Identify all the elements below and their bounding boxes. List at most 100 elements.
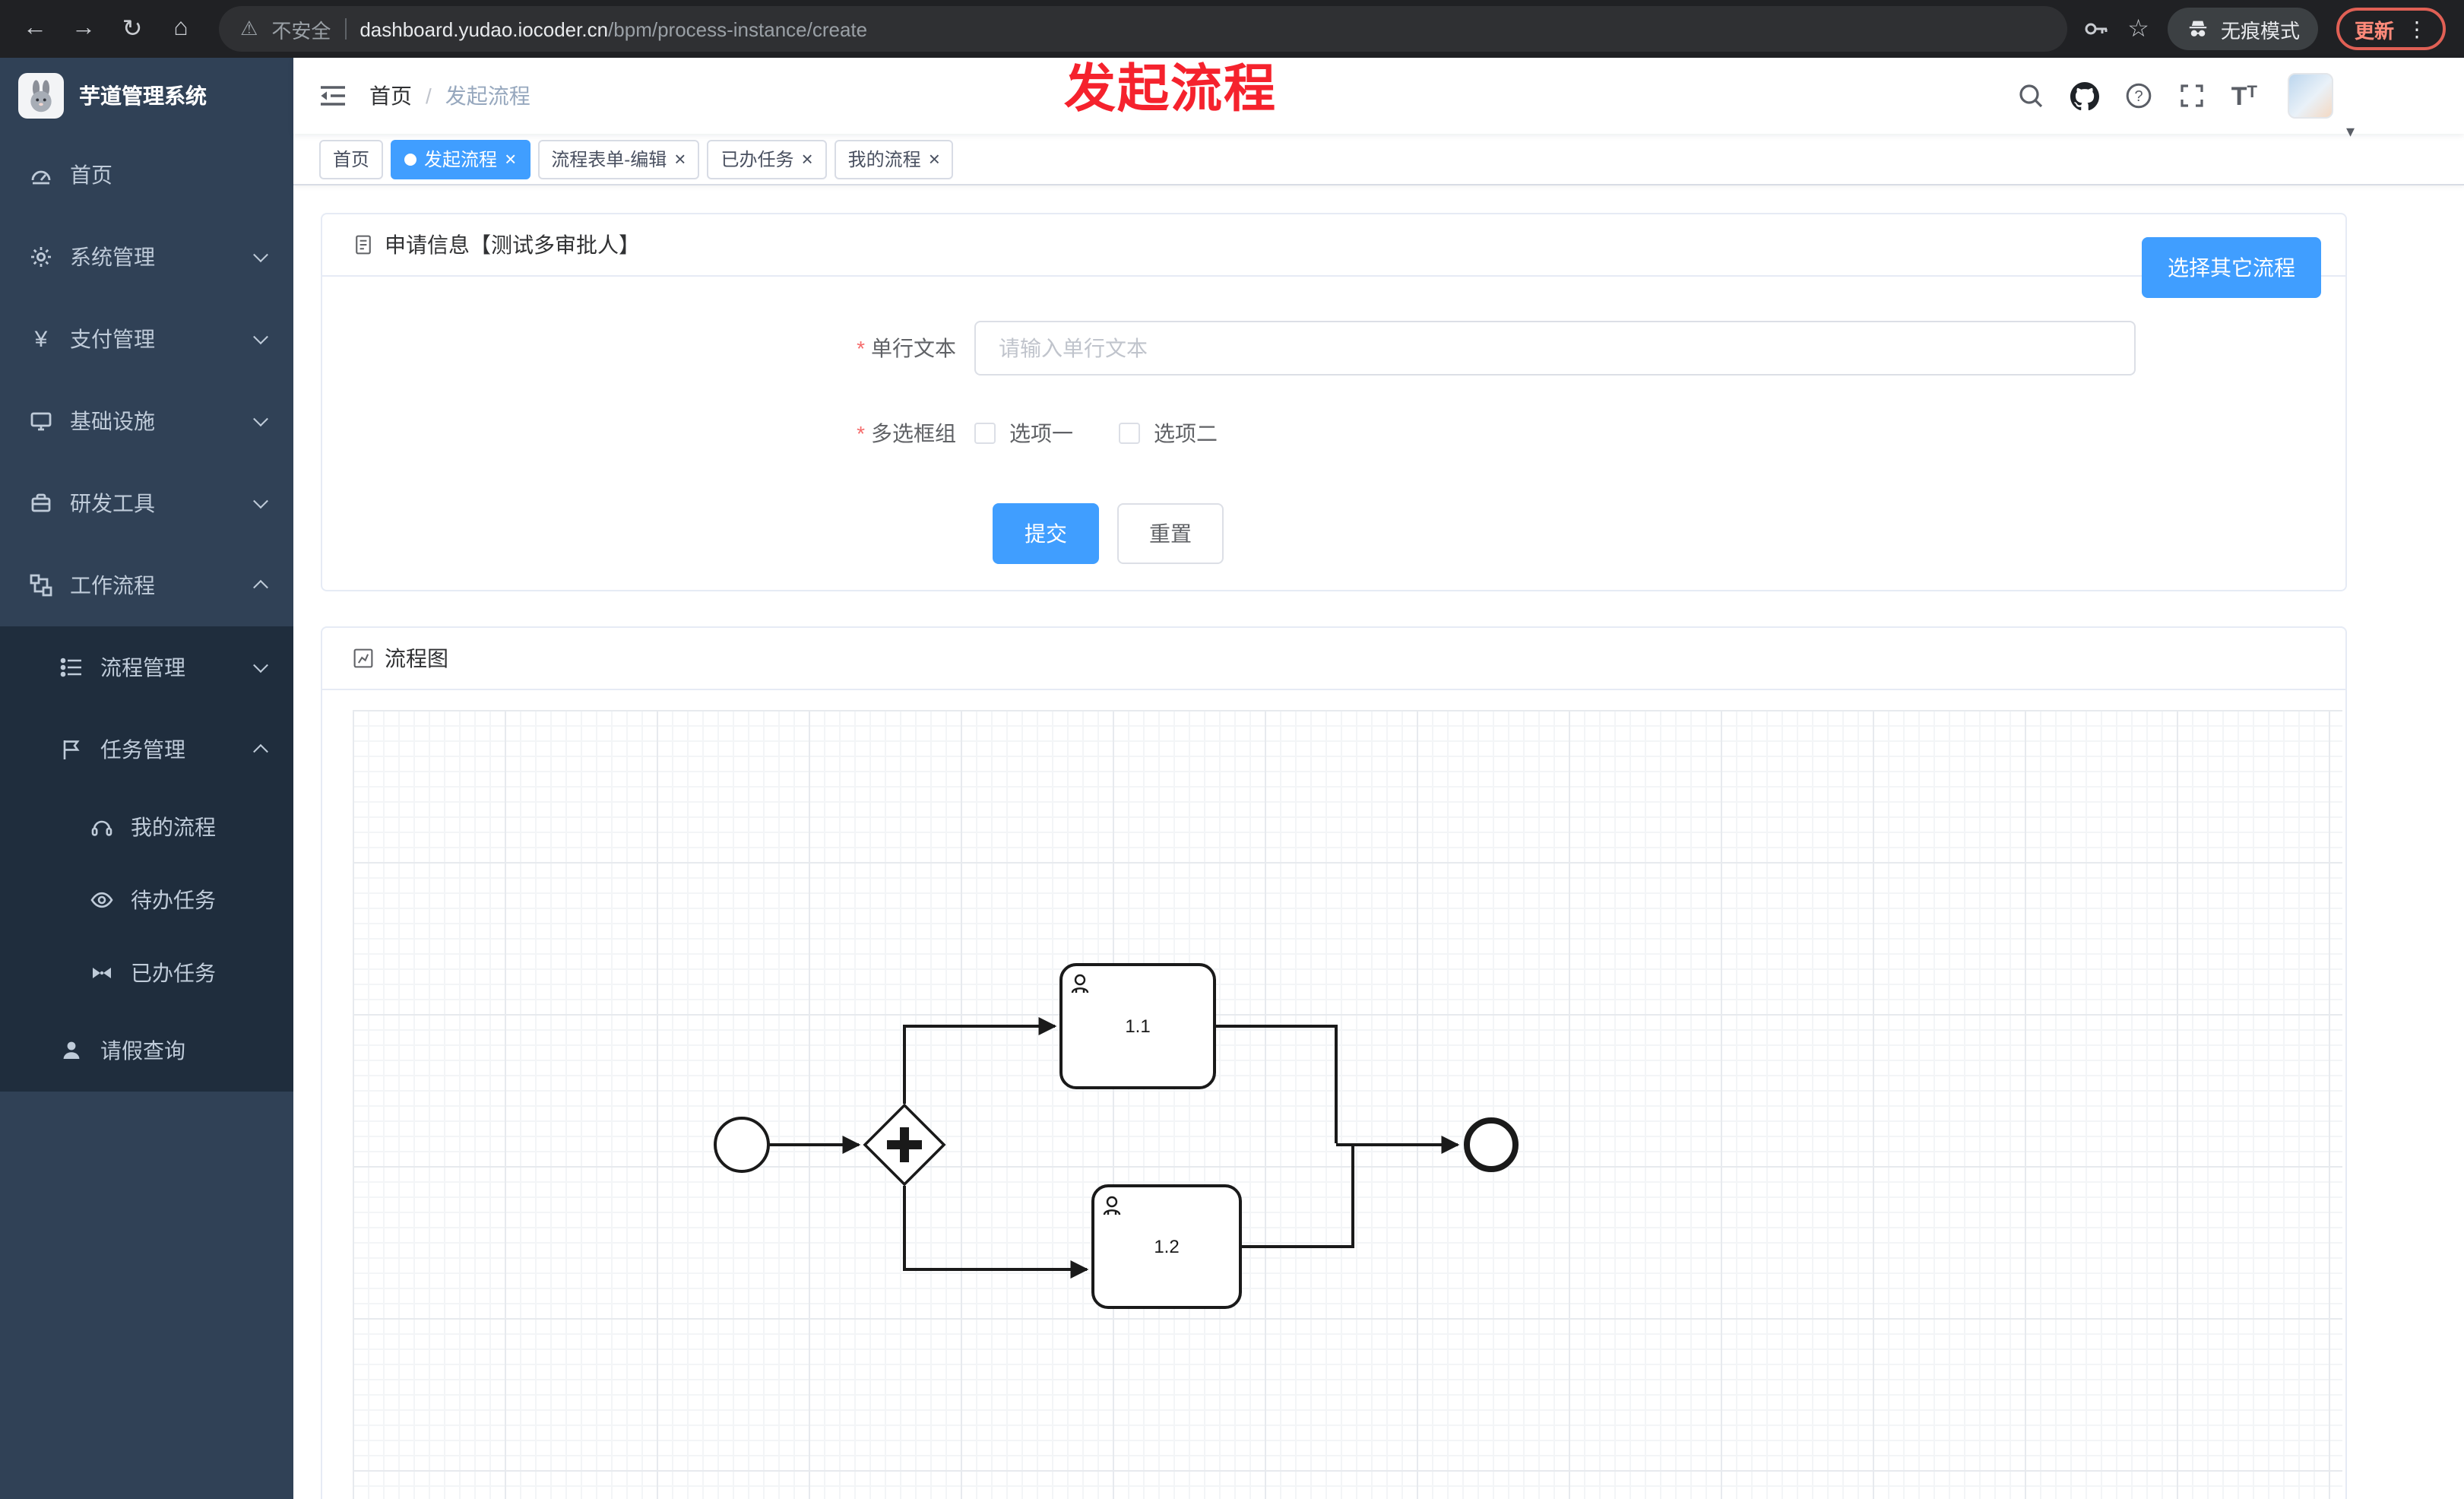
sidebar-item-label: 系统管理 [70, 245, 155, 269]
chevron-down-icon [253, 658, 268, 673]
search-icon [2019, 84, 2042, 108]
apply-info-title: 申请信息【测试多审批人】 [385, 233, 640, 257]
sidebar-item-home[interactable]: 首页 [0, 134, 293, 216]
sidebar-item-label: 研发工具 [70, 491, 155, 515]
sidebar-item-system[interactable]: 系统管理 [0, 216, 293, 298]
workflow-icon [27, 573, 55, 597]
bowtie-icon [88, 961, 116, 985]
bpmn-canvas[interactable]: 1.1 1.2 [353, 710, 2342, 1499]
fullscreen-button[interactable] [2178, 82, 2206, 109]
svg-text:?: ? [2134, 88, 2143, 105]
gear-icon [27, 245, 55, 269]
browser-forward-button[interactable]: → [61, 6, 106, 52]
sidebar-item-done-tasks[interactable]: 已办任务 [0, 936, 293, 1009]
sidebar-item-label: 工作流程 [70, 573, 155, 597]
flow-task2-out[interactable] [1240, 1146, 1354, 1248]
sidebar: 芋道管理系统 首页 系统管理 ¥ 支付管理 基础设施 [0, 58, 293, 1499]
text-field-label: *单行文本 [857, 336, 956, 360]
user-task-1[interactable]: 1.1 [1059, 963, 1216, 1089]
app-title: 芋道管理系统 [79, 84, 207, 108]
sidebar-item-leave-query[interactable]: 请假查询 [0, 1009, 293, 1092]
home-icon: ⌂ [173, 15, 188, 41]
checkbox-option-label: 选项二 [1154, 421, 1218, 445]
tab-my-processes[interactable]: 我的流程 × [834, 139, 954, 179]
diagram-icon [353, 648, 373, 668]
user-task-icon [1071, 974, 1089, 994]
sidebar-item-payment[interactable]: ¥ 支付管理 [0, 298, 293, 380]
app-logo: 芋道管理系统 [0, 58, 293, 134]
process-diagram-title: 流程图 [385, 646, 448, 670]
checkbox-group-row: *多选框组 选项一 选项二 [322, 406, 2345, 461]
update-label: 更新 [2354, 19, 2394, 42]
logo-rabbit-avatar [18, 73, 64, 119]
tab-home[interactable]: 首页 [319, 139, 384, 179]
flow-gateway-to-task2[interactable] [903, 1186, 1089, 1279]
browser-update-menu-button[interactable]: 更新 ⋮ [2336, 8, 2446, 50]
sidebar-item-label: 支付管理 [70, 327, 155, 351]
tab-create-process[interactable]: 发起流程 × [391, 139, 530, 179]
browser-home-button[interactable]: ⌂ [158, 6, 204, 52]
sidebar-item-devtools[interactable]: 研发工具 [0, 462, 293, 544]
help-button[interactable]: ? [2125, 82, 2152, 109]
sidebar-item-label: 已办任务 [131, 961, 216, 985]
single-line-text-input[interactable] [974, 321, 2136, 376]
plus-icon [887, 1127, 922, 1162]
tab-label: 已办任务 [721, 149, 794, 170]
process-list-icon [58, 655, 85, 680]
github-button[interactable] [2070, 81, 2099, 110]
back-icon: ← [23, 15, 47, 41]
apply-info-card-header: 申请信息【测试多审批人】 [322, 214, 2345, 277]
sidebar-item-task-management[interactable]: 任务管理 [0, 708, 293, 791]
checkbox-box[interactable] [1119, 423, 1140, 444]
checkbox-box[interactable] [974, 423, 996, 444]
sidebar-item-todo-tasks[interactable]: 待办任务 [0, 864, 293, 936]
tabs-bar: 首页 发起流程 × 流程表单-编辑 × 已办任务 × 我的流程 × [293, 134, 2464, 185]
sidebar-item-label: 请假查询 [100, 1038, 185, 1063]
flow-gateway-to-task1[interactable] [903, 1017, 1057, 1104]
tab-close-icon[interactable]: × [801, 147, 813, 170]
incognito-badge: 无痕模式 [2167, 8, 2318, 50]
checkbox-option-1[interactable]: 选项一 [974, 418, 1073, 448]
tab-label: 流程表单-编辑 [551, 149, 667, 170]
task-label: 1.2 [1154, 1237, 1179, 1257]
tab-close-icon[interactable]: × [928, 147, 940, 170]
incognito-label: 无痕模式 [2220, 19, 2300, 42]
end-event[interactable] [1464, 1117, 1519, 1172]
sidebar-item-label: 基础设施 [70, 409, 155, 433]
sidebar-collapse-button[interactable] [318, 81, 348, 111]
tab-close-icon[interactable]: × [674, 147, 686, 170]
sidebar-item-process-management[interactable]: 流程管理 [0, 626, 293, 708]
user-avatar[interactable] [2288, 73, 2333, 119]
sidebar-item-workflow[interactable]: 工作流程 [0, 544, 293, 626]
reset-button[interactable]: 重置 [1117, 503, 1224, 564]
tab-done-tasks[interactable]: 已办任务 × [707, 139, 827, 179]
avatar-caret-down-icon[interactable]: ▾ [2345, 123, 2355, 141]
user-task-2[interactable]: 1.2 [1091, 1184, 1242, 1309]
tab-process-form-edit[interactable]: 流程表单-编辑 × [537, 139, 700, 179]
toolbox-icon [27, 491, 55, 515]
flow-task1-out[interactable] [1215, 1025, 1338, 1143]
apply-info-card: 申请信息【测试多审批人】 选择其它流程 *单行文本 *多选框组 [321, 213, 2347, 591]
password-key-icon[interactable] [2082, 15, 2109, 43]
tab-close-icon[interactable]: × [505, 147, 517, 170]
bookmark-star-icon[interactable]: ☆ [2127, 17, 2149, 43]
submit-button[interactable]: 提交 [993, 503, 1099, 564]
sidebar-item-infrastructure[interactable]: 基础设施 [0, 380, 293, 462]
process-diagram-card-header: 流程图 [322, 628, 2345, 690]
breadcrumb-home[interactable]: 首页 [369, 84, 412, 108]
select-other-process-button[interactable]: 选择其它流程 [2142, 237, 2321, 298]
checkbox-option-2[interactable]: 选项二 [1119, 418, 1218, 448]
browser-reload-button[interactable]: ↻ [109, 6, 155, 52]
parallel-gateway[interactable] [863, 1103, 946, 1187]
chevron-down-icon [253, 247, 268, 263]
tab-label: 首页 [333, 149, 370, 170]
sidebar-item-my-processes[interactable]: 我的流程 [0, 791, 293, 864]
yen-icon: ¥ [34, 326, 48, 352]
address-bar[interactable]: ⚠ 不安全 dashboard.yudao.iocoder.cn/bpm/pro… [219, 6, 2067, 52]
start-event[interactable] [714, 1117, 770, 1173]
browser-back-button[interactable]: ← [12, 6, 58, 52]
search-button[interactable] [2017, 82, 2044, 109]
